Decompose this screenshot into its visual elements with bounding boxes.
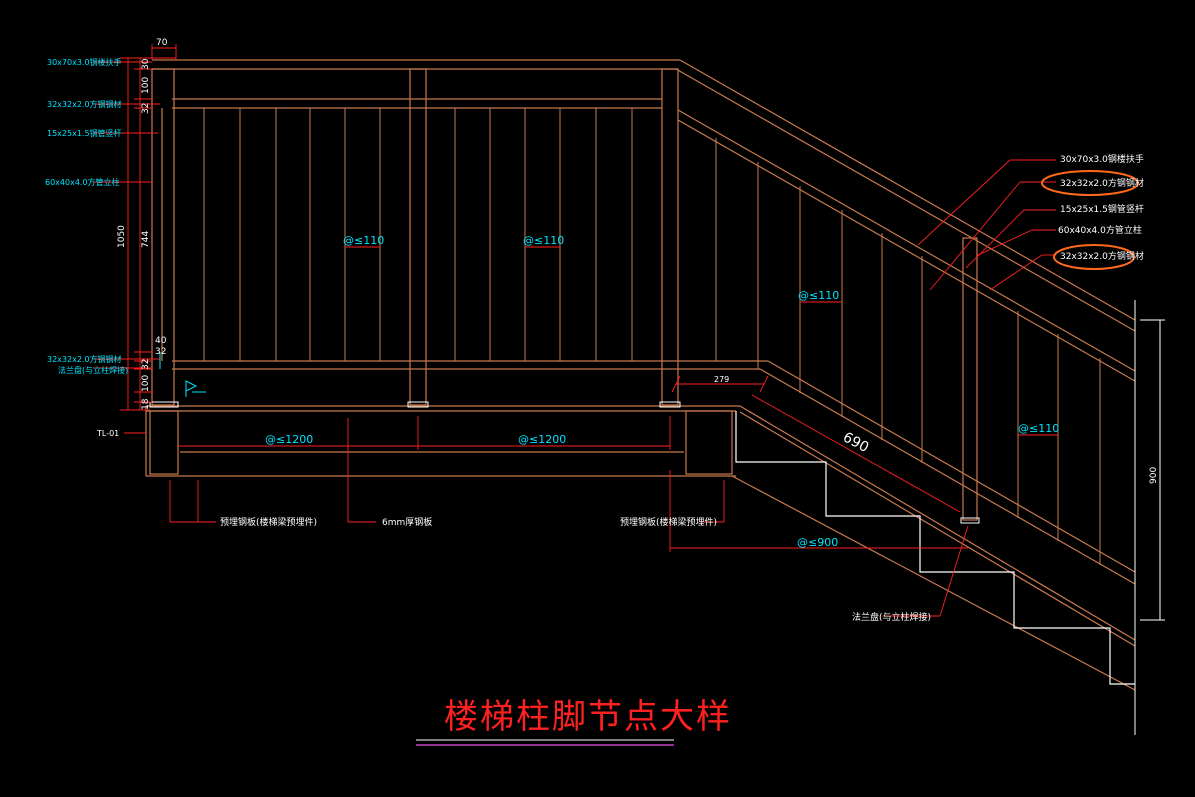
- middle-base-plate: [407, 401, 429, 408]
- left-base-plate: [149, 401, 179, 408]
- highlight-ellipse-bottom: [1053, 244, 1135, 270]
- spacing-baluster-1: @≤110: [343, 234, 384, 247]
- spacing-beam-2: @≤1200: [518, 433, 566, 446]
- flag-symbol: [159, 352, 206, 397]
- right-base-plate: [659, 401, 681, 408]
- slope-handrail-bottom: [675, 68, 1136, 332]
- dim-height-900: 900: [1149, 467, 1159, 484]
- balusters-middle: [454, 108, 633, 361]
- slope-upper-tube-1: [677, 109, 1136, 372]
- balusters-slope: [715, 138, 1101, 565]
- label-right-top-tube: 32x32x2.0方钢钢材: [1060, 177, 1144, 189]
- label-right-bottom-tube: 32x32x2.0方钢钢材: [1060, 250, 1144, 262]
- spacing-baluster-2: @≤110: [523, 234, 564, 247]
- slope-lower-tube-1: [767, 360, 1136, 573]
- drawing-title: 楼梯柱脚节点大样: [444, 697, 732, 737]
- base-plates: [149, 401, 980, 524]
- balusters-left: [203, 108, 381, 361]
- highlight-ellipse-top: [1041, 170, 1139, 196]
- label-beam: TL-01: [96, 429, 119, 438]
- beam-left-box: [149, 410, 179, 475]
- beam-and-stairs: [145, 405, 1136, 691]
- highlight-marks: [1041, 170, 1139, 270]
- dim-top-width: 70: [156, 38, 168, 48]
- spacing-beam-1: @≤1200: [265, 433, 313, 446]
- right-flat-post: [661, 68, 679, 406]
- dim-seg-9: 18: [141, 398, 151, 410]
- right-boundary: [1134, 300, 1165, 735]
- dim-seg-6: 32: [155, 347, 166, 357]
- note-bottom-left: 预埋钢板(楼梯梁预埋件): [220, 516, 317, 528]
- note-stair-flange: 法兰盘(与立柱焊接): [852, 611, 931, 623]
- beam-right-box: [685, 410, 733, 475]
- label-left-top-tube: 32x32x2.0方钢钢材: [47, 99, 122, 109]
- dim-seg-5: 40: [155, 336, 167, 346]
- dim-total-height: 1050: [117, 225, 127, 248]
- spacing-baluster-4: @≤110: [1018, 422, 1059, 435]
- stair-steps: [735, 411, 1135, 685]
- stair-slab-3: [739, 411, 1136, 647]
- stair-slab-top: [739, 405, 1136, 641]
- slope-handrail-top: [679, 59, 1136, 321]
- dim-slope-690: 690: [840, 429, 871, 456]
- label-left-handrail: 30x70x3.0钢楼扶手: [47, 57, 122, 67]
- note-bottom-middle: 6mm厚钢板: [382, 516, 432, 528]
- left-post: [151, 68, 175, 406]
- spacing-baluster-3: @≤110: [798, 289, 839, 302]
- label-right-handrail: 30x70x3.0钢楼扶手: [1060, 153, 1144, 165]
- label-right-post: 60x40x4.0方管立柱: [1058, 224, 1142, 236]
- dim-seg-2: 100: [141, 77, 151, 94]
- slope-upper-tube-2: [677, 119, 1136, 382]
- middle-post: [409, 68, 427, 406]
- spacing-stair: @≤900: [797, 536, 838, 549]
- label-left-post: 60x40x4.0方管立柱: [45, 177, 120, 187]
- stair-slab-2: [731, 475, 1136, 691]
- label-left-base-plate: 法兰盘(与立柱焊接): [58, 365, 128, 375]
- label-left-baluster: 15x25x1.5钢管竖杆: [47, 128, 122, 138]
- slope-base-plate: [960, 517, 980, 524]
- dim-seg-3: 32: [141, 103, 151, 114]
- dim-seg-4: 744: [141, 231, 151, 248]
- label-left-bottom-tube: 32x32x2.0方钢钢材: [47, 354, 122, 364]
- slope-lower-tube-2: [759, 368, 1136, 585]
- slope-post: [962, 237, 978, 521]
- dim-seg-1: 30: [141, 58, 151, 70]
- dim-seg-7: 32: [141, 359, 151, 370]
- dim-small-279: 279: [714, 375, 729, 384]
- note-bottom-right: 预埋钢板(楼梯梁预埋件): [620, 516, 717, 528]
- label-right-baluster: 15x25x1.5钢管竖杆: [1060, 203, 1144, 215]
- dim-seg-8: 100: [141, 375, 151, 392]
- dimension-lines: [93, 44, 1058, 617]
- railing-structure: [151, 59, 1136, 585]
